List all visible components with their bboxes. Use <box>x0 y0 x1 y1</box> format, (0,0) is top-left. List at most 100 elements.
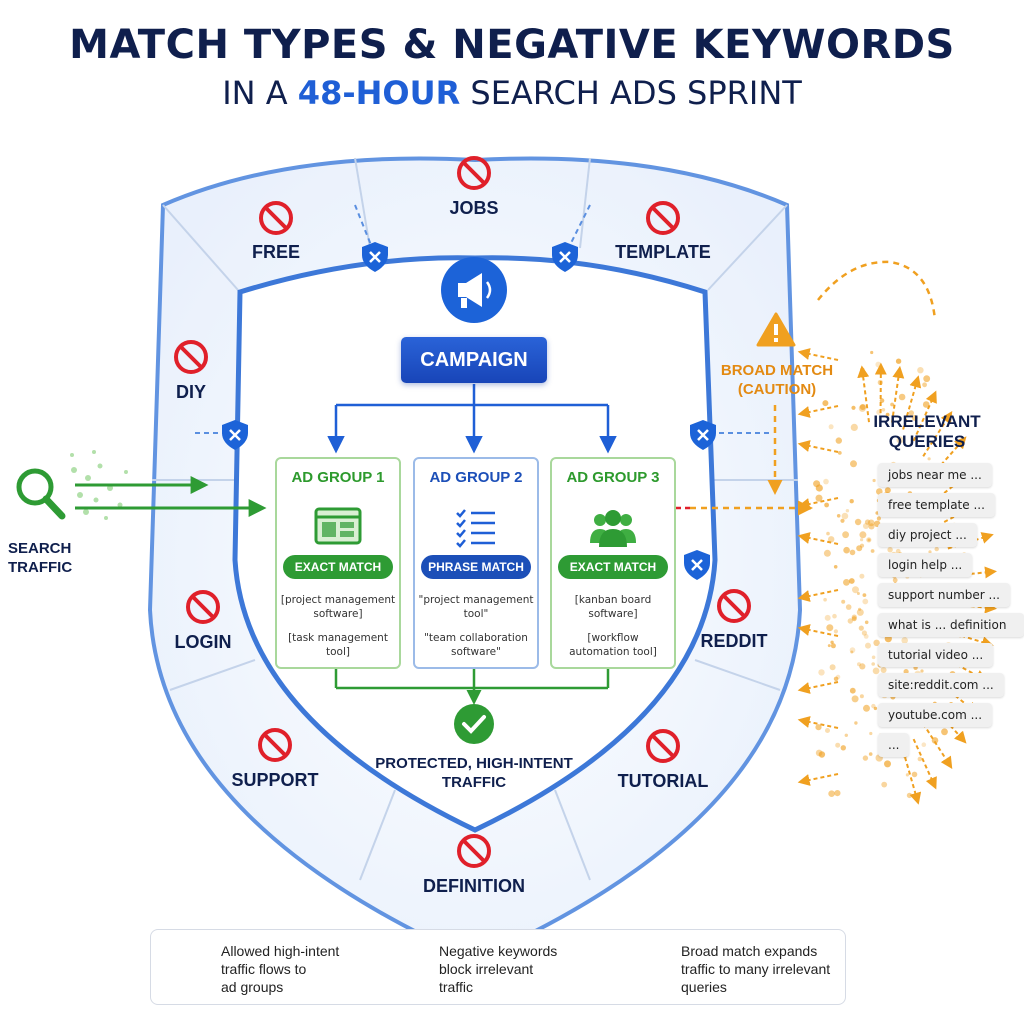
query-chip: jobs near me ... <box>878 463 992 487</box>
spray-arrow <box>922 723 953 770</box>
legend-line: ad groups <box>221 979 284 995</box>
team-icon <box>590 510 636 547</box>
spray-dot <box>830 640 834 644</box>
spray-dot <box>871 703 876 709</box>
spray-dot <box>851 616 857 622</box>
spray-dot <box>858 404 867 412</box>
query-chip: site:reddit.com ... <box>878 673 1004 697</box>
spray-arrow <box>912 738 937 790</box>
spray-dot <box>849 549 856 556</box>
spray-dot <box>851 405 856 410</box>
irrelevant-line: QUERIES <box>888 432 966 451</box>
neg-keyword-reddit: REDDIT <box>700 631 768 651</box>
keyword-line: [kanban board <box>574 594 652 606</box>
spray-dot <box>884 487 891 494</box>
spray-dot <box>884 760 891 768</box>
spray-dot <box>860 538 864 542</box>
spray-dot <box>892 577 898 583</box>
spray-dot <box>922 382 927 388</box>
spray-arrow <box>797 405 839 418</box>
protected-traffic-label: PROTECTED, HIGH-INTENT TRAFFIC <box>364 754 584 792</box>
no-entry-icon <box>457 834 491 868</box>
ad-group-2-card: AD GROUP 2 PHRASE MATCH "project managem… <box>413 457 539 669</box>
keyword-line: automation tool] <box>569 646 657 658</box>
spray-dot <box>849 687 856 694</box>
spray-dot <box>885 412 890 417</box>
ad-group-1-card: AD GROUP 1 EXACT MATCH [project manageme… <box>275 457 401 669</box>
spray-dot <box>830 643 836 649</box>
spray-dot <box>859 404 866 410</box>
spray-dot <box>815 724 822 731</box>
spray-dot <box>851 695 859 703</box>
spray-dot <box>859 573 865 579</box>
spray-dot <box>836 514 841 518</box>
spray-dot <box>843 546 850 554</box>
legend-line: Allowed high-intent <box>221 943 340 959</box>
keyword-line: [workflow <box>587 632 639 644</box>
spray-dot <box>835 742 841 748</box>
query-chip: support number ... <box>878 583 1010 607</box>
spray-dot <box>854 721 858 725</box>
spray-dot <box>826 624 834 632</box>
spray-dot <box>871 655 876 660</box>
spray-dot <box>917 367 924 374</box>
spray-dot <box>833 676 839 682</box>
page-subtitle: IN A 48-HOUR SEARCH ADS SPRINT <box>0 74 1024 112</box>
neg-keyword-support: SUPPORT <box>231 770 319 790</box>
keyword-line: software] <box>588 608 638 620</box>
spray-dot <box>842 531 849 539</box>
no-entry-icon <box>174 340 208 374</box>
spray-dot <box>862 598 869 605</box>
broad-line: (CAUTION) <box>737 381 817 398</box>
query-chip: free template ... <box>878 493 995 517</box>
spray-dot <box>862 755 869 761</box>
browser-window-icon <box>314 507 362 545</box>
spray-dot <box>841 599 846 604</box>
no-entry-icon <box>646 201 680 235</box>
spray-dot <box>858 625 864 631</box>
search-line: SEARCH <box>8 540 72 557</box>
spray-dot <box>832 613 837 619</box>
spray-dot <box>898 393 906 401</box>
spray-dot <box>840 518 845 523</box>
spray-dot <box>840 745 846 751</box>
spray-dot <box>906 792 913 799</box>
no-entry-icon <box>259 201 293 235</box>
spray-arrow <box>797 773 839 786</box>
match-type-badge: EXACT MATCH <box>558 555 668 579</box>
spray-dot <box>921 742 927 747</box>
spray-dot <box>834 790 841 797</box>
spray-dot <box>824 614 831 621</box>
spray-dot <box>841 512 849 520</box>
spray-dot <box>854 518 862 526</box>
spray-dot <box>872 667 880 675</box>
legend-negative: Negative keywords block irrelevant traff… <box>439 942 557 996</box>
spray-dot <box>824 502 829 508</box>
spray-dot <box>879 398 885 403</box>
keyword-line: [task management <box>288 632 388 644</box>
spray-dot <box>837 451 842 455</box>
spray-dot <box>856 545 863 552</box>
spray-dot <box>863 704 870 712</box>
no-entry-icon <box>258 728 292 762</box>
spray-dot <box>890 402 894 407</box>
ad-group-3-card: AD GROUP 3 EXACT MATCH [kanban board sof… <box>550 457 676 669</box>
spray-dot <box>823 597 827 602</box>
no-entry-icon <box>457 156 491 190</box>
spray-dot <box>896 436 904 444</box>
spray-dot <box>813 480 821 488</box>
ad-group-title: AD GROUP 2 <box>429 469 523 486</box>
match-type-badge: EXACT MATCH <box>283 555 393 579</box>
protected-line: PROTECTED, HIGH-INTENT <box>375 755 573 772</box>
spray-arrow <box>857 365 870 423</box>
spray-arrow <box>797 681 839 694</box>
checklist-icon <box>456 509 495 548</box>
spray-dot <box>828 790 835 797</box>
neg-keyword-jobs: JOBS <box>449 198 499 218</box>
shield-x-icon <box>684 550 710 580</box>
spray-dot <box>923 375 931 383</box>
megaphone-icon <box>441 257 507 323</box>
search-traffic-label: SEARCH TRAFFIC <box>8 539 78 577</box>
spray-dot <box>863 634 869 639</box>
spray-dot <box>861 630 868 636</box>
